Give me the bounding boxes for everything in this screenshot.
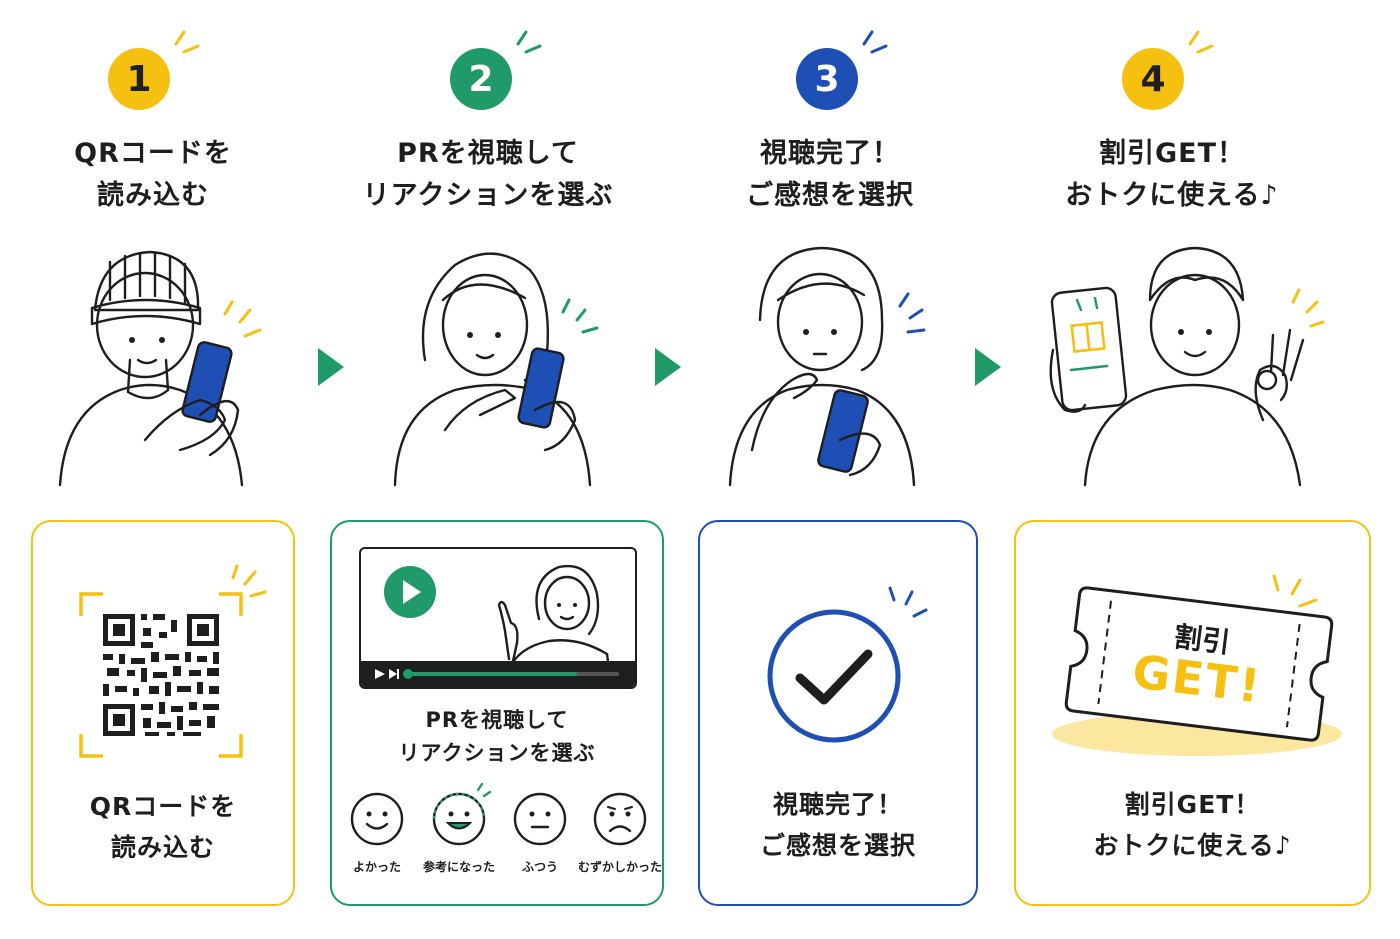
play-icon[interactable] (383, 565, 437, 619)
step-1-card: QRコードを 読み込む (31, 520, 295, 906)
sparkle-icon (888, 586, 928, 618)
step-4-title: 割引GET！ おトクに使える♪ (1022, 133, 1322, 217)
video-progress-track[interactable] (403, 669, 619, 679)
check-circle-icon (767, 609, 901, 743)
sparkle-icon (862, 30, 888, 54)
ticket-shape (1064, 586, 1334, 742)
step-4-card-line1: 割引GET！ (1124, 790, 1261, 819)
play-small-icon[interactable] (375, 669, 387, 681)
step-2-title: PRを視聴して リアクションを選ぶ (338, 133, 638, 217)
reaction-label: ふつう (521, 860, 558, 874)
video-control-bar (361, 661, 635, 687)
sparkle-icon (174, 30, 200, 54)
step-2-title-line1: PRを視聴して (397, 138, 579, 169)
smile-icon (350, 792, 404, 846)
person-ok-sign-illustration (1049, 246, 1325, 487)
frown-icon (593, 792, 647, 846)
skip-icon[interactable] (389, 669, 401, 681)
step-3-card: 視聴完了！ ご感想を選択 (698, 520, 978, 906)
step-3-card-caption: 視聴完了！ ご感想を選択 (700, 784, 976, 866)
step-1-number: 1 (126, 58, 152, 100)
step-1-card-line2: 読み込む (110, 833, 215, 862)
step-2-card-line2: リアクションを選ぶ (398, 741, 596, 765)
step-3-card-line1: 視聴完了！ (772, 790, 903, 819)
step-4-card: 割引 GET! 割引GET！ おトクに使える♪ (1014, 520, 1371, 906)
sparkle-icon (1188, 30, 1214, 54)
reaction-label: 参考になった (422, 860, 495, 874)
step-1-title: QRコードを 読み込む (3, 133, 303, 217)
sparkle-icon (1272, 574, 1318, 608)
video-progress-handle[interactable] (403, 669, 413, 679)
step-4-title-line2: おトクに使える♪ (1065, 180, 1279, 211)
step-1-card-line1: QRコードを (89, 792, 237, 821)
person-thinking-illustration (728, 246, 926, 487)
sparkle-icon (231, 564, 267, 598)
video-progress-fill (407, 672, 577, 676)
step-2-card-line1: PRを視聴して (425, 708, 569, 732)
reaction-option-selected[interactable]: 参考になった (414, 782, 504, 874)
step-2-title-line2: リアクションを選ぶ (362, 180, 614, 211)
step-4-card-line2: おトクに使える♪ (1093, 831, 1292, 860)
grin-icon (432, 782, 492, 846)
step-2-badge: 2 (450, 48, 512, 110)
step-2-number: 2 (468, 58, 494, 100)
arrow-right-icon (975, 348, 1001, 386)
neutral-icon (513, 792, 567, 846)
step-4-number: 4 (1140, 58, 1166, 100)
step-3-title-line1: 視聴完了！ (760, 138, 900, 169)
step-4-card-caption: 割引GET！ おトクに使える♪ (1016, 784, 1369, 866)
step-3-number: 3 (814, 58, 840, 100)
reaction-option[interactable]: むずかしかった (575, 792, 665, 874)
video-player[interactable] (359, 547, 637, 689)
person-scanning-illustration (58, 250, 262, 487)
step-1-title-line2: 読み込む (97, 180, 209, 211)
presenter-illustration (497, 564, 611, 671)
discount-ticket: 割引 GET! (1063, 585, 1335, 743)
reaction-option[interactable]: ふつう (495, 792, 585, 874)
step-4-badge: 4 (1122, 48, 1184, 110)
step-3-title: 視聴完了！ ご感想を選択 (680, 133, 980, 217)
reaction-label: むずかしかった (577, 860, 662, 874)
step-3-card-line2: ご感想を選択 (759, 831, 916, 860)
step-2-card-caption: PRを視聴して リアクションを選ぶ (332, 704, 662, 770)
arrow-right-icon (318, 348, 344, 386)
step-2-card: PRを視聴して リアクションを選ぶ よかった 参考になった ふつう (330, 520, 664, 906)
qr-code-icon (79, 592, 243, 758)
step-1-badge: 1 (108, 48, 170, 110)
step-4-title-line1: 割引GET！ (1098, 138, 1246, 169)
reaction-option[interactable]: よかった (332, 792, 422, 874)
step-1-card-caption: QRコードを 読み込む (33, 786, 293, 868)
reaction-label: よかった (352, 860, 401, 874)
step-3-badge: 3 (796, 48, 858, 110)
step-1-title-line1: QRコードを (74, 138, 232, 169)
sparkle-icon (516, 30, 542, 54)
arrow-right-icon (655, 348, 681, 386)
step-3-title-line2: ご感想を選択 (746, 180, 914, 211)
person-watching-illustration (393, 252, 599, 487)
